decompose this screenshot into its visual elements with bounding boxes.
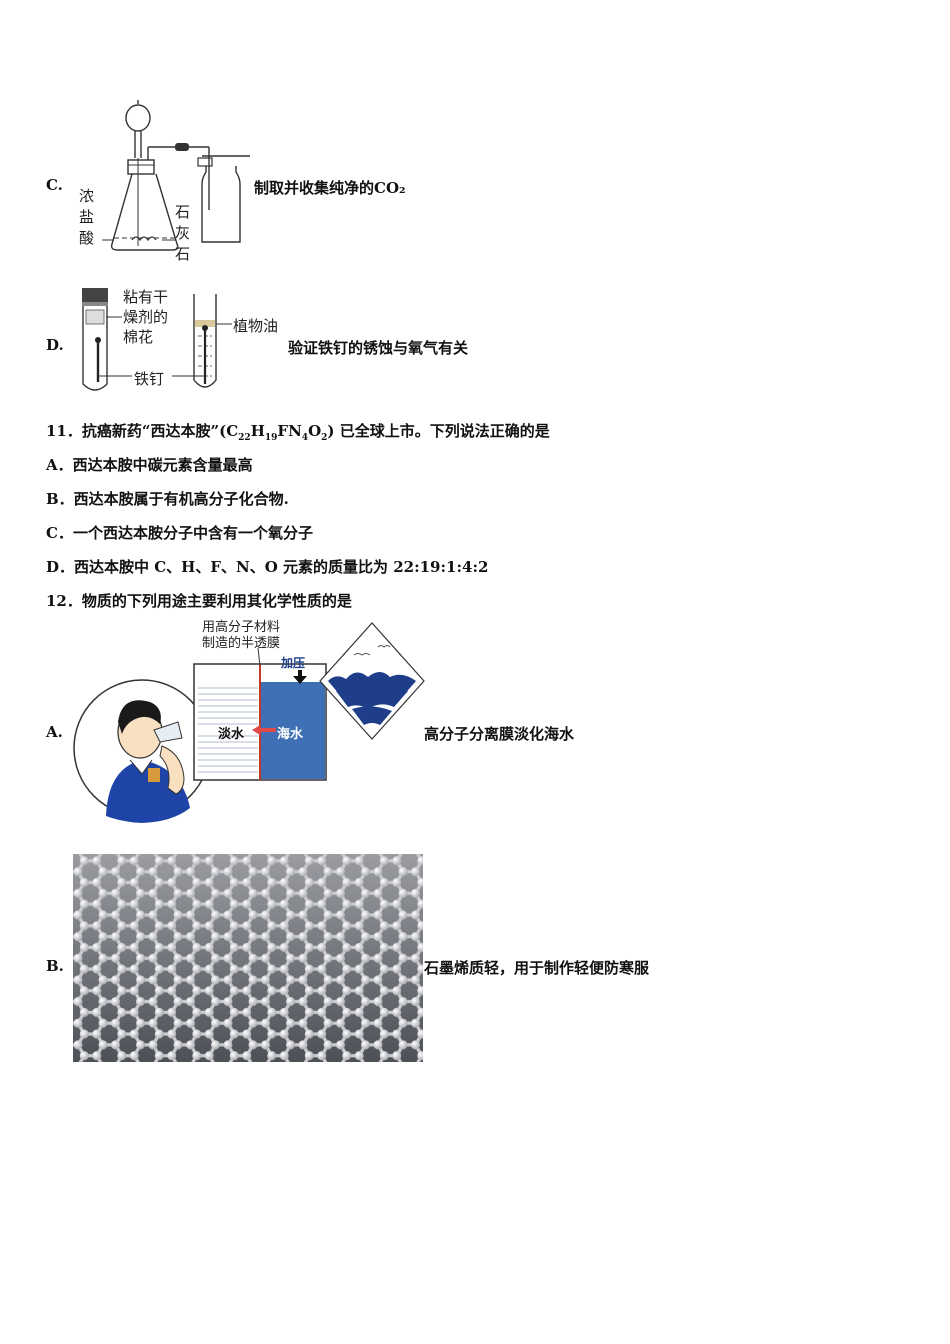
- acid-label: 浓 盐 酸: [79, 186, 94, 249]
- q11-option-b: B．西达本胺属于有机高分子化合物.: [46, 490, 289, 508]
- acid-label-line: 酸: [79, 229, 95, 247]
- subscript: 22: [238, 433, 251, 443]
- cotton-label-line: 燥剂的: [123, 308, 169, 326]
- q12-option-a-letter: A.: [46, 723, 63, 741]
- sea-water-label: 海水: [277, 727, 304, 742]
- option-c-letter: C.: [46, 176, 63, 194]
- limestone-label-line: 灰: [175, 224, 191, 242]
- nail-label: 铁钉: [134, 370, 165, 388]
- iron-nail-test-tube-diagram: [82, 288, 232, 391]
- acid-label-line: 浓: [79, 187, 95, 205]
- co2-apparatus-diagram: [102, 100, 250, 251]
- option-d-letter: D.: [46, 336, 64, 354]
- cotton-label-line: 棉花: [123, 328, 154, 346]
- question-number: 11．: [46, 422, 82, 440]
- subscript: 19: [264, 433, 278, 443]
- graphene-lattice-image: [73, 854, 423, 1062]
- limestone-label-line: 石: [175, 245, 191, 263]
- stem-part: ) 已全球上市。下列说法正确的是: [327, 422, 550, 440]
- q12-option-a-caption: 高分子分离膜淡化海水: [424, 725, 575, 743]
- pressure-label: 加压: [281, 656, 306, 670]
- subscript: 4: [301, 433, 309, 443]
- oil-label: 植物油: [233, 317, 279, 335]
- option-c-caption: 制取并收集纯净的CO₂: [254, 179, 406, 197]
- membrane-label-line: 用高分子材料: [202, 620, 281, 635]
- q12-option-b-caption: 石墨烯质轻，用于制作轻便防寒服: [424, 959, 650, 977]
- limestone-label-line: 石: [175, 203, 191, 221]
- stem-part: H: [250, 422, 265, 440]
- desalination-diagram: [73, 622, 425, 823]
- q11-option-d: D．西达本胺中 C、H、F、N、O 元素的质量比为 22:19:1:4:2: [46, 558, 489, 576]
- fresh-water-label: 淡水: [218, 727, 245, 742]
- subscript: 2: [321, 433, 328, 443]
- stem-part: 抗癌新药“西达本胺”(C: [81, 422, 239, 440]
- question-12-stem: 12．物质的下列用途主要利用其化学性质的是: [46, 592, 352, 610]
- q12-option-b-letter: B.: [46, 957, 64, 975]
- membrane-label: 用高分子材料 制造的半透膜: [202, 620, 280, 652]
- cotton-label: 粘有干 燥剂的 棉花: [123, 287, 168, 347]
- limestone-label: 石 灰 石: [175, 202, 190, 265]
- question-11-stem: 11．抗癌新药“西达本胺”(C22H19FN4O2) 已全球上市。下列说法正确的…: [46, 420, 550, 443]
- cotton-label-line: 粘有干: [123, 288, 169, 306]
- stem-part: O: [308, 422, 322, 440]
- q11-option-a: A．西达本胺中碳元素含量最高: [46, 456, 253, 474]
- q11-option-c: C．一个西达本胺分子中含有一个氧分子: [46, 524, 313, 542]
- stem-part: FN: [277, 422, 302, 440]
- option-d-caption: 验证铁钉的锈蚀与氧气有关: [288, 339, 469, 357]
- acid-label-line: 盐: [79, 208, 95, 226]
- membrane-label-line: 制造的半透膜: [202, 636, 281, 651]
